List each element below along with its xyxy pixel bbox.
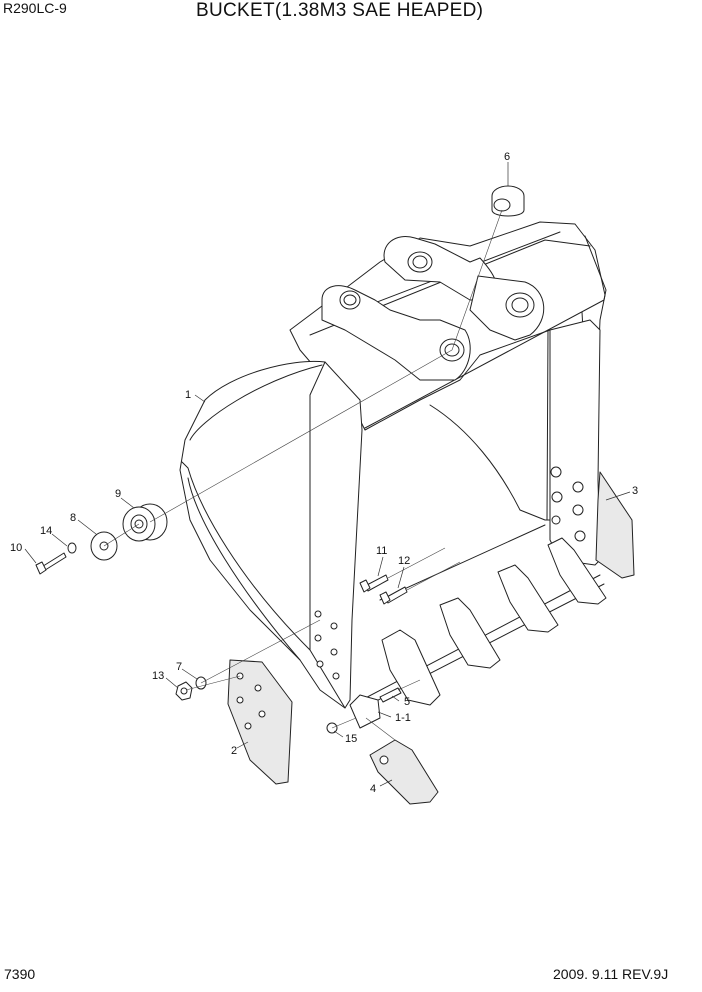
leader-lines (24, 162, 631, 787)
nut-part-13 (175, 681, 193, 701)
callout-2: 2 (231, 745, 237, 757)
model-code: R290LC-9 (3, 0, 67, 16)
callout-10: 10 (10, 542, 22, 554)
callout-5: 5 (404, 696, 410, 708)
bolt-part-12 (379, 586, 408, 605)
callout-1: 1 (185, 389, 191, 401)
callout-4: 4 (370, 783, 376, 795)
tooth-adapters (349, 537, 607, 729)
callout-14: 14 (40, 525, 52, 537)
callout-1-1: 1-1 (395, 712, 411, 724)
spacer-part-9 (122, 503, 168, 542)
callout-13: 13 (152, 670, 164, 682)
page-number: 7390 (4, 966, 36, 982)
callout-3: 3 (632, 485, 638, 497)
callout-6: 6 (504, 151, 510, 163)
callout-7: 7 (176, 661, 182, 673)
side-plate-holes (314, 610, 340, 680)
bolt-part-11 (359, 574, 389, 593)
side-cutter-left (227, 659, 293, 785)
washer-part-14 (67, 542, 77, 554)
callout-labels: 1 6 3 9 8 14 10 11 12 7 13 2 5 1-1 15 4 (10, 151, 638, 795)
bucket-body (289, 221, 607, 601)
callout-15: 15 (345, 733, 357, 745)
side-cutter-right (595, 471, 635, 579)
tooth-part-4 (369, 739, 439, 805)
page-title: BUCKET(1.38M3 SAE HEAPED) (196, 0, 484, 21)
callout-11: 11 (376, 545, 387, 557)
bushing-part-6 (491, 185, 525, 217)
callout-12: 12 (398, 555, 410, 567)
pin-part-5 (379, 687, 402, 703)
callout-8: 8 (70, 512, 76, 524)
callout-9: 9 (115, 488, 121, 500)
bolt-part-10 (35, 552, 67, 575)
revision-date: 2009. 9.11 REV.9J (553, 966, 669, 982)
side-plate-right (549, 319, 601, 566)
assembly-lines (103, 209, 503, 741)
side-plate-left (179, 360, 363, 709)
